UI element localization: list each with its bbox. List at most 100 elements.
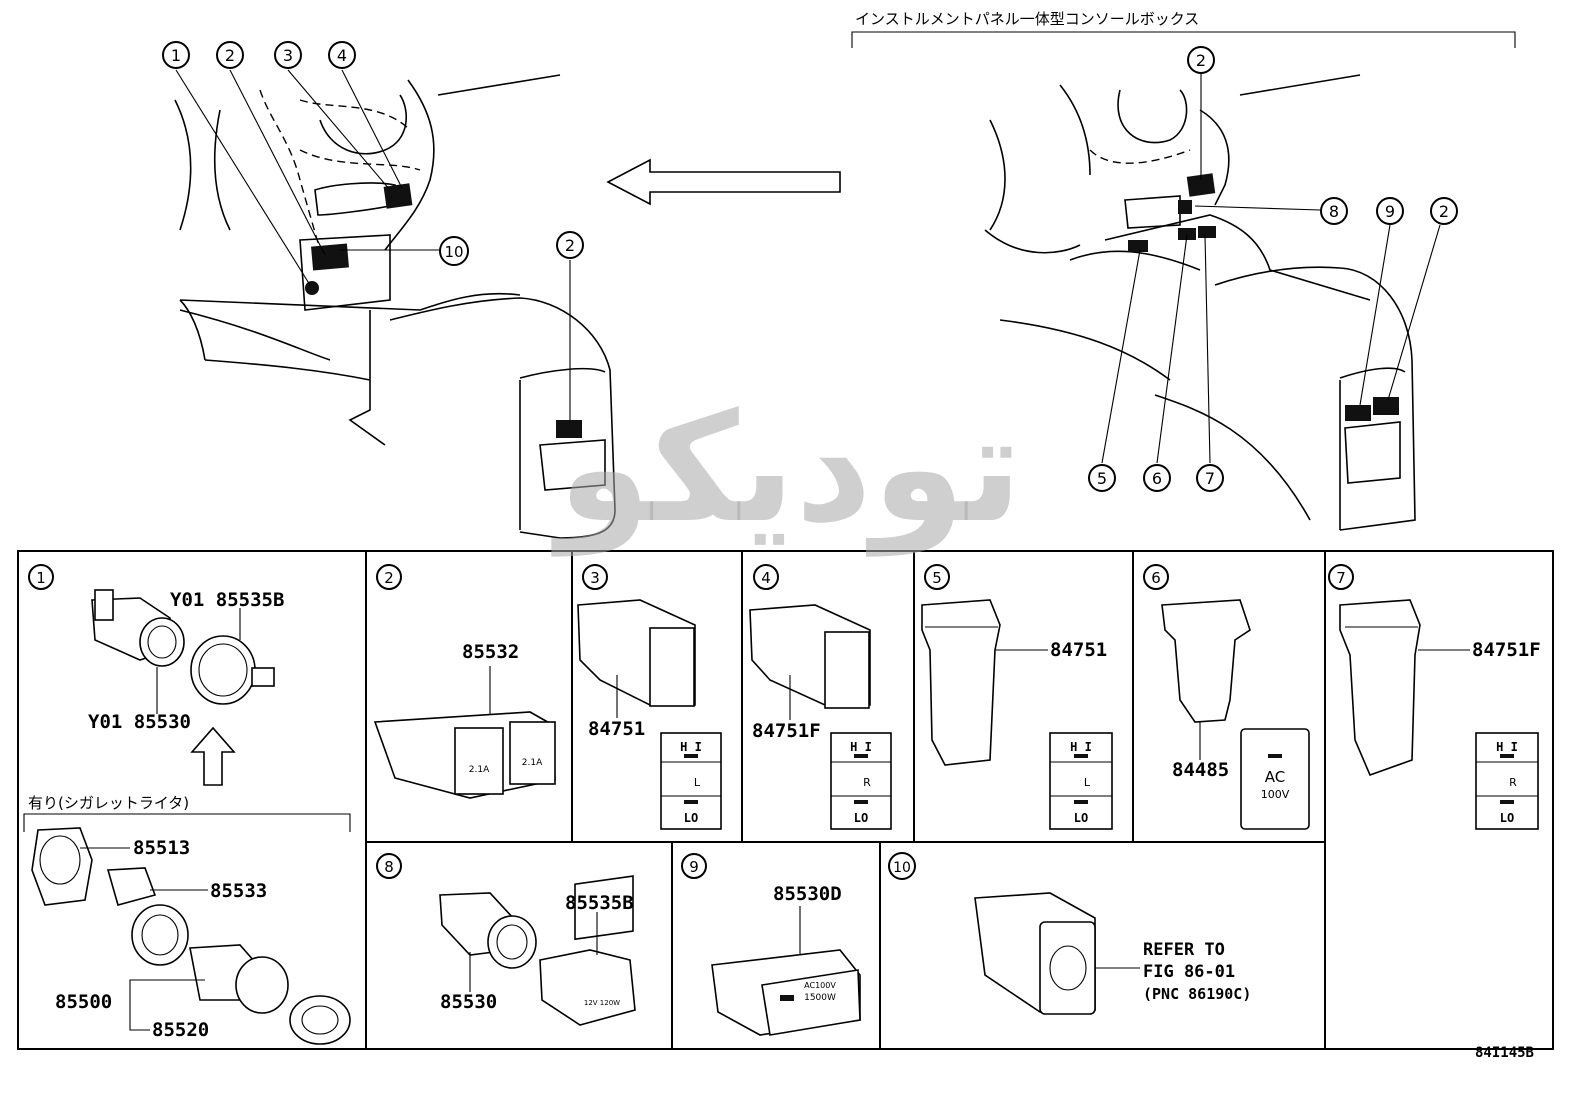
svg-text:LO: LO (854, 811, 868, 825)
panel-1-number: 1 (28, 564, 54, 590)
svg-text:8: 8 (384, 858, 394, 876)
svg-text:H I: H I (1496, 740, 1518, 754)
callout-2b: 2 (556, 231, 584, 259)
panel-3: 3 84751 H I L LO (577, 564, 722, 830)
svg-text:AC: AC (1265, 768, 1285, 786)
callout-1: 1 (162, 41, 190, 69)
top-right-title: インストルメントパネル一体型コンソールボックス (855, 10, 1199, 28)
callout-2: 2 (216, 41, 244, 69)
svg-text:2.1A: 2.1A (469, 765, 490, 775)
svg-text:LO: LO (684, 811, 698, 825)
part-85530-b: 85530 (440, 991, 497, 1013)
panel-10: 10 REFER TO FIG 86-01 (PNC 86190C) (888, 852, 1251, 1015)
cap-part (190, 635, 275, 705)
svg-text:2: 2 (1196, 51, 1206, 70)
lighter-socket (31, 827, 93, 906)
svg-text:9: 9 (689, 858, 699, 876)
part-84751-a: 84751 (588, 718, 645, 740)
panel-10-number: 10 (888, 852, 916, 880)
part-84751-b: 84751 (1050, 639, 1107, 661)
svg-text:AC100V: AC100V (804, 981, 836, 990)
panel-6: 6 84485 AC 100V (1143, 564, 1310, 830)
panel-5-number: 5 (924, 564, 950, 590)
part-85530d: 85530D (773, 883, 842, 905)
lighter-ring (106, 867, 189, 966)
ac-label-6: AC 100V (1240, 728, 1310, 830)
svg-text:2: 2 (384, 569, 394, 587)
panel-4: 4 84751F H I R LO (749, 564, 892, 830)
panel-9-number: 9 (681, 853, 707, 879)
svg-text:L: L (1084, 776, 1091, 789)
usb-port-part (974, 892, 1140, 1015)
panel-2-number: 2 (376, 564, 402, 590)
svg-text:10: 10 (444, 243, 463, 261)
svg-text:8: 8 (1329, 202, 1339, 221)
part-85520: 85520 (152, 1019, 209, 1041)
switch-label-3: H I L LO (660, 732, 722, 830)
svg-text:L: L (694, 776, 701, 789)
part-84751f-a: 84751F (752, 720, 821, 742)
svg-text:4: 4 (761, 569, 771, 587)
svg-text:10: 10 (893, 860, 911, 876)
svg-text:9: 9 (1385, 202, 1395, 221)
panel-9: 9 85530D AC100V 1500W (681, 853, 861, 1036)
switch-label-5: H I L LO (1049, 732, 1113, 830)
socket-part (91, 589, 185, 667)
lighter-plug (289, 995, 351, 1045)
left-callouts: 1 2 3 4 10 2 (162, 41, 584, 420)
callout-2d: 2 (1430, 197, 1458, 225)
part-85513: 85513 (133, 837, 190, 859)
part-85535b-b: 85535B (565, 892, 634, 914)
svg-text:R: R (1509, 776, 1517, 789)
svg-text:5: 5 (1097, 469, 1107, 488)
usb-charger: 2.1A 2.1A (373, 711, 556, 799)
svg-text:3: 3 (590, 569, 600, 587)
right-callouts: 2 8 9 2 5 6 7 (1088, 46, 1458, 492)
svg-text:1: 1 (171, 46, 181, 65)
svg-text:H I: H I (1070, 740, 1092, 754)
panel-4-number: 4 (753, 564, 779, 590)
svg-text:LO: LO (1500, 811, 1514, 825)
panel-5: 5 84751 H I L LO (921, 564, 1113, 830)
ac-outlet: AC100V 1500W (711, 949, 861, 1036)
part-85532: 85532 (462, 641, 519, 663)
svg-text:2: 2 (225, 46, 235, 65)
lighter-body (189, 944, 289, 1014)
panel-1: 1 Y01 85535B Y01 85530 有り(シガレットライタ) (23, 564, 351, 1045)
svg-text:5: 5 (932, 569, 942, 587)
panel-3-number: 3 (582, 564, 608, 590)
svg-text:4: 4 (337, 46, 347, 65)
direction-arrow (606, 158, 841, 206)
part-y01-85535b: Y01 85535B (170, 589, 284, 611)
parts-grid (17, 550, 1554, 1050)
cigarette-lighter-note: 有り(シガレットライタ) (28, 794, 189, 812)
panel-8: 8 85530 12V 120W 85535B (376, 853, 636, 1026)
svg-text:R: R (863, 776, 871, 789)
svg-text:H I: H I (680, 740, 702, 754)
svg-text:6: 6 (1152, 469, 1162, 488)
panel-7: 7 84751F H I R LO (1328, 564, 1541, 830)
figure-code: 84I145B (1475, 1045, 1534, 1061)
svg-text:100V: 100V (1261, 788, 1290, 801)
switch-label-4: H I R LO (830, 732, 892, 830)
console-illustration-left (174, 74, 616, 539)
callout-5: 5 (1088, 464, 1116, 492)
console-illustration-right (984, 74, 1416, 531)
svg-text:1500W: 1500W (804, 993, 836, 1003)
watermark: تودیکو (551, 382, 1023, 557)
callout-3: 3 (274, 41, 302, 69)
part-85533: 85533 (210, 880, 267, 902)
callout-2c: 2 (1187, 46, 1215, 74)
top-right-title-group: インストルメントパネル一体型コンソールボックス (851, 10, 1516, 48)
svg-text:7: 7 (1205, 469, 1215, 488)
svg-text:2: 2 (1439, 202, 1449, 221)
switch-label-7: H I R LO (1475, 732, 1539, 830)
svg-text:12V 120W: 12V 120W (584, 999, 620, 1007)
cap-part-8: 12V 120W (539, 875, 636, 1026)
part-85500: 85500 (55, 991, 112, 1013)
svg-text:2.1A: 2.1A (522, 758, 543, 768)
svg-text:2: 2 (565, 236, 575, 255)
refer-line-3: (PNC 86190C) (1143, 985, 1251, 1003)
callout-7: 7 (1196, 464, 1224, 492)
